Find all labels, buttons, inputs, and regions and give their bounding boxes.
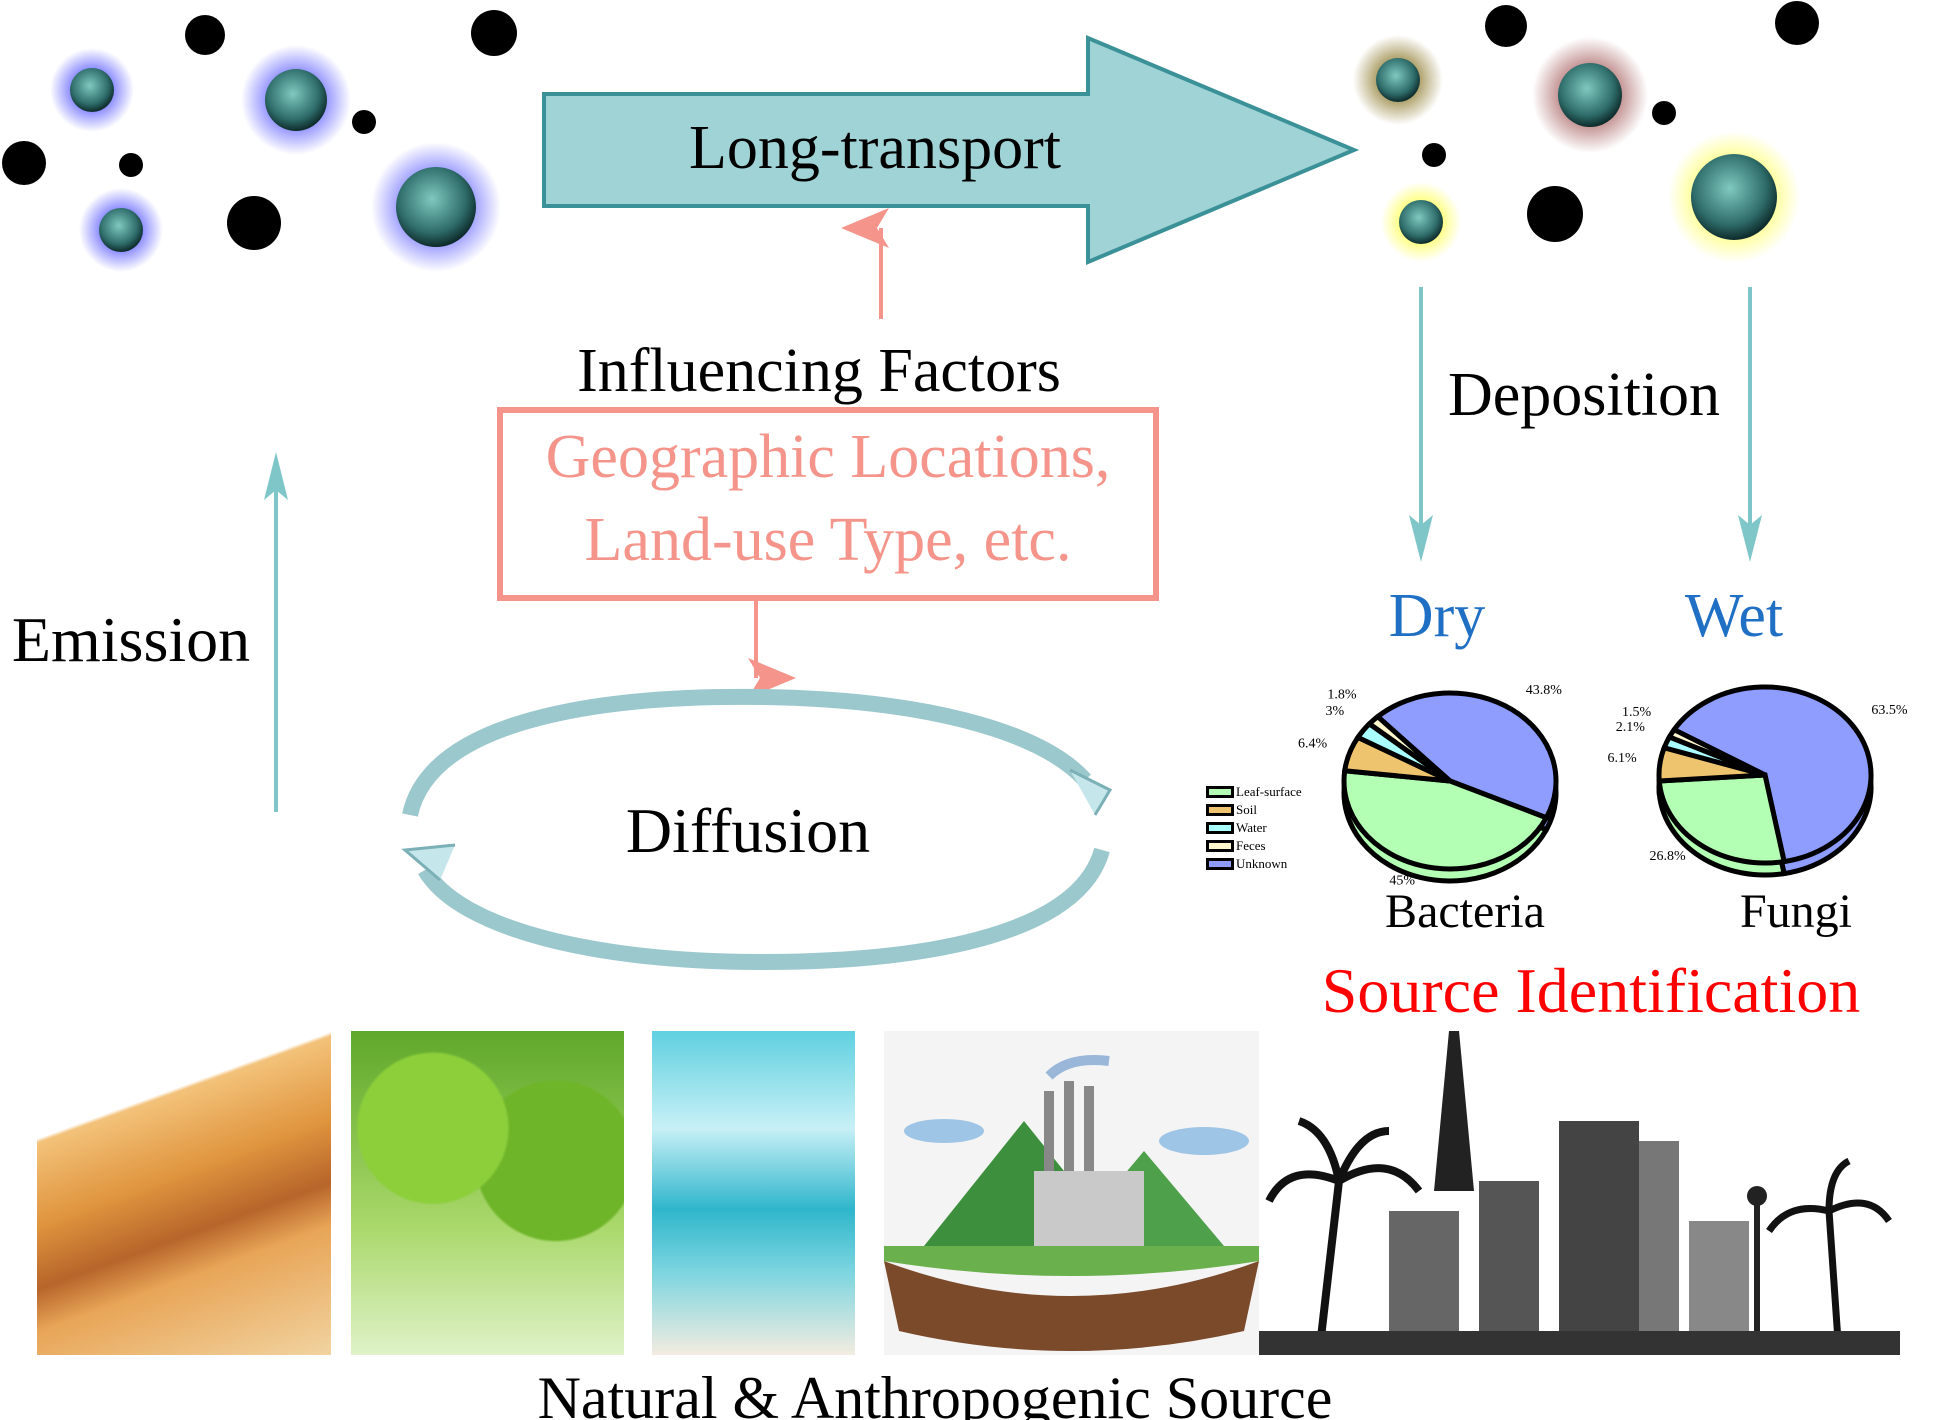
factory-illustration <box>884 1055 1259 1351</box>
legend-item: Soil <box>1206 801 1302 819</box>
legend-item: Unknown <box>1206 855 1302 873</box>
legend-item: Water <box>1206 819 1302 837</box>
legend-label: Feces <box>1236 838 1266 853</box>
legend-label: Soil <box>1236 802 1257 817</box>
source-caption: Natural & Anthropogenic Source <box>537 1365 1333 1420</box>
pie-value-label: 2.1% <box>1616 720 1646 735</box>
pie-value-label: 6.4% <box>1298 736 1328 751</box>
bacteria-label: Bacteria <box>1385 885 1545 938</box>
city-illustration <box>1259 1031 1900 1355</box>
diffusion-label: Diffusion <box>625 795 871 866</box>
airborne-particles-left <box>2 10 517 272</box>
source-identification-label: Source Identification <box>1321 955 1861 1026</box>
desert-image <box>37 1031 331 1355</box>
pie-value-label: 1.5% <box>1622 705 1652 720</box>
forest-image <box>351 1031 624 1355</box>
pie-slice-leaf-surface <box>1656 772 1788 866</box>
airborne-particles-right <box>1353 1 1819 263</box>
legend-label: Unknown <box>1236 856 1288 871</box>
factors-line-2: Land-use Type, etc. <box>584 506 1072 574</box>
legend-item: Feces <box>1206 837 1302 855</box>
pie-slice-leaf-surface <box>1341 768 1550 872</box>
pie-slice-unknown <box>1373 690 1559 821</box>
long-transport-arrow <box>542 34 1360 266</box>
dry-label: Dry <box>1388 582 1486 650</box>
diffusion-cycle-arrows <box>401 688 1113 971</box>
pie-value-label: 3% <box>1326 704 1345 719</box>
factory-image <box>884 1031 1259 1355</box>
pie-slice-feces <box>1665 726 1767 778</box>
legend-label: Leaf-surface <box>1236 784 1302 799</box>
pie-charts: 43.8% 45% 6.4% 3%1.8% 63.5% 26.8% 6.1% 2.1%1.5% <box>1298 683 1908 888</box>
pie-value-label: 26.8% <box>1649 849 1686 864</box>
pie-value-label: 45% <box>1389 873 1415 888</box>
pie-value-label: 43.8% <box>1526 683 1563 698</box>
city-skyline-image <box>1259 1031 1900 1355</box>
pie-value-label: 63.5% <box>1871 703 1908 718</box>
deposition-arrows <box>1409 287 1762 562</box>
factors-line-1: Geographic Locations, <box>545 423 1111 491</box>
pie-slice-feces <box>1365 713 1452 784</box>
wet-label: Wet <box>1684 582 1784 650</box>
pie-value-label: 1.8% <box>1327 688 1357 703</box>
influencing-factors-box <box>497 407 1159 601</box>
influencing-factors-label: Influencing Factors <box>577 337 1061 405</box>
emission-label: Emission <box>11 604 251 675</box>
deposition-label: Deposition <box>1447 361 1721 429</box>
pie-slice-unknown <box>1670 684 1874 865</box>
emission-arrow <box>264 452 288 812</box>
legend-label: Water <box>1236 820 1267 835</box>
fungi-label: Fungi <box>1739 885 1853 938</box>
legend-item: Leaf-surface <box>1206 783 1302 801</box>
water-image <box>652 1031 855 1355</box>
long-transport-label: Long-transport <box>689 114 1061 182</box>
pie-legend: Leaf-surface Soil Water Feces Unknown <box>1206 783 1302 873</box>
pie-value-label: 6.1% <box>1607 751 1637 766</box>
